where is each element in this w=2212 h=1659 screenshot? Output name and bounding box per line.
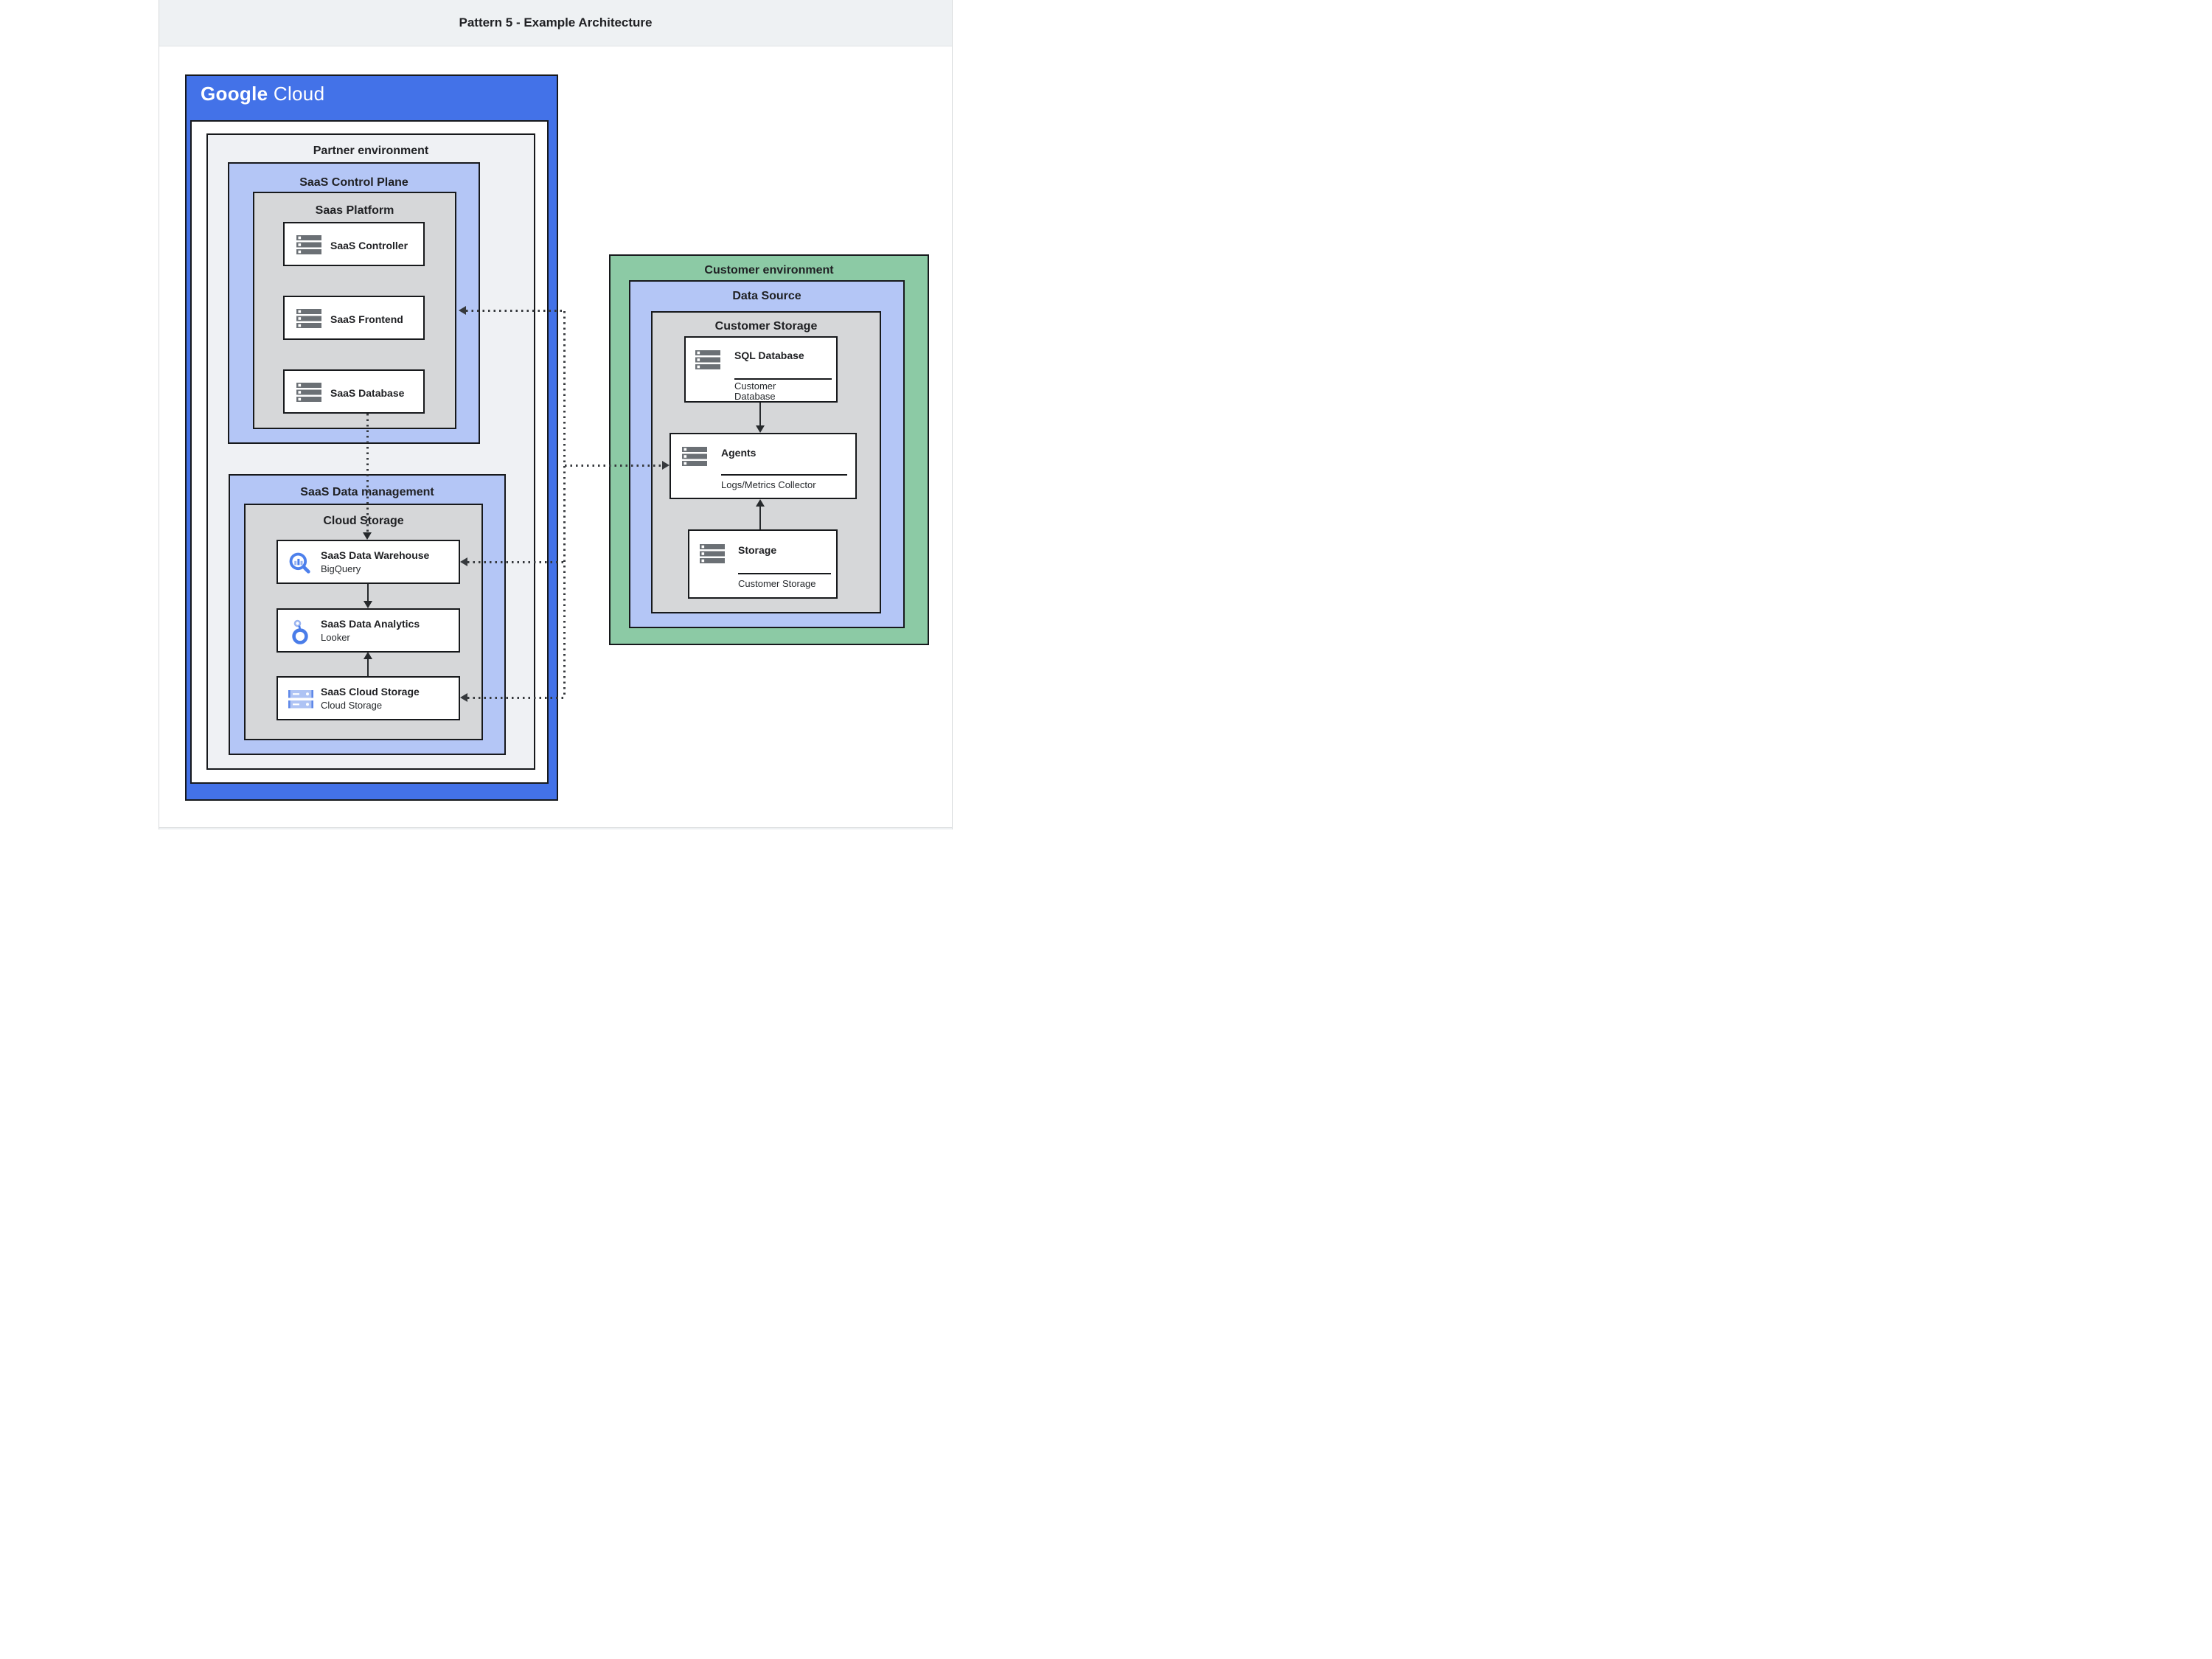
agents-box: Agents Logs/Metrics Collector — [669, 433, 857, 499]
page-border-right — [952, 0, 953, 830]
saas-database-title: SaaS Database — [330, 387, 405, 399]
saas-data-analytics-product: Looker — [321, 632, 350, 643]
cloud-logo-word: Cloud — [273, 83, 325, 105]
sql-database-caption-line1: Customer — [734, 380, 776, 392]
storage-box: Storage Customer Storage — [688, 529, 838, 599]
arrowhead-to-warehouse — [460, 557, 467, 566]
arrowhead-to-gcs — [460, 693, 467, 702]
agents-caption: Logs/Metrics Collector — [721, 479, 816, 490]
arrowhead-saasdb-to-warehouse — [363, 532, 372, 540]
saas-data-warehouse-box: SaaS Data Warehouse BigQuery — [276, 540, 460, 584]
diagram-canvas: Pattern 5 - Example Architecture Google … — [0, 0, 1106, 830]
agents-divider — [721, 474, 847, 476]
arrow-gcs-to-analytics — [367, 658, 369, 676]
server-icon — [296, 309, 321, 328]
saas-data-warehouse-product: BigQuery — [321, 563, 361, 574]
storage-caption: Customer Storage — [738, 578, 816, 589]
saas-data-analytics-box: SaaS Data Analytics Looker — [276, 608, 460, 653]
saas-controller-box: SaaS Controller — [283, 222, 425, 266]
saas-cloud-storage-box: SaaS Cloud Storage Cloud Storage — [276, 676, 460, 720]
saas-control-plane-label: SaaS Control Plane — [299, 176, 408, 189]
customer-environment-label: Customer environment — [704, 264, 834, 276]
data-source-label: Data Source — [732, 290, 801, 302]
looker-icon — [292, 619, 308, 644]
cloud-storage-container-label: Cloud Storage — [323, 515, 404, 527]
saas-cloud-storage-product: Cloud Storage — [321, 700, 383, 711]
arrowhead-storage-to-agents — [756, 499, 765, 507]
server-icon — [682, 447, 707, 466]
arrowhead-warehouse-to-analytics — [364, 601, 372, 608]
partner-environment-label: Partner environment — [313, 145, 429, 157]
customer-storage-container-label: Customer Storage — [714, 320, 818, 333]
server-icon — [695, 350, 720, 369]
dotted-bus-vertical — [563, 311, 566, 698]
server-icon — [296, 235, 321, 254]
saas-frontend-box: SaaS Frontend — [283, 296, 425, 340]
server-icon — [296, 383, 321, 402]
saas-platform-label: Saas Platform — [315, 204, 394, 217]
sql-database-divider — [734, 378, 832, 380]
dotted-branch-frontend — [466, 310, 564, 312]
storage-divider — [738, 573, 831, 574]
cloud-storage-icon — [288, 690, 313, 709]
arrowhead-sqldb-to-agents — [756, 425, 765, 433]
saas-controller-title: SaaS Controller — [330, 240, 408, 251]
saas-cloud-storage-title: SaaS Cloud Storage — [321, 686, 420, 698]
bigquery-icon — [289, 552, 310, 574]
diagram-title: Pattern 5 - Example Architecture — [459, 15, 653, 29]
storage-title: Storage — [738, 544, 777, 556]
arrow-warehouse-to-analytics — [367, 584, 369, 602]
arrowhead-to-frontend — [459, 306, 466, 315]
arrow-sqldb-to-agents — [759, 403, 761, 426]
dotted-branch-warehouse — [467, 561, 564, 563]
arrow-storage-to-agents — [759, 507, 761, 529]
server-icon — [700, 544, 725, 563]
arrowhead-to-agents — [662, 461, 669, 470]
dotted-saasdb-to-warehouse — [366, 414, 369, 533]
sql-database-caption-line2: Database — [734, 391, 776, 402]
saas-database-box: SaaS Database — [283, 369, 425, 414]
arrowhead-gcs-to-analytics — [364, 652, 372, 659]
saas-frontend-title: SaaS Frontend — [330, 313, 403, 325]
dotted-branch-gcs — [467, 697, 564, 699]
page-bottom-strip — [159, 827, 952, 830]
saas-data-analytics-title: SaaS Data Analytics — [321, 618, 420, 630]
sql-database-box: SQL Database Customer Database — [684, 336, 838, 403]
google-logo-word: Google — [201, 83, 268, 105]
saas-data-warehouse-title: SaaS Data Warehouse — [321, 549, 430, 561]
agents-title: Agents — [721, 447, 757, 459]
dotted-branch-agents — [565, 465, 663, 467]
title-bar: Pattern 5 - Example Architecture — [159, 0, 952, 46]
google-cloud-logo: Google Cloud — [201, 83, 324, 105]
sql-database-title: SQL Database — [734, 349, 804, 361]
